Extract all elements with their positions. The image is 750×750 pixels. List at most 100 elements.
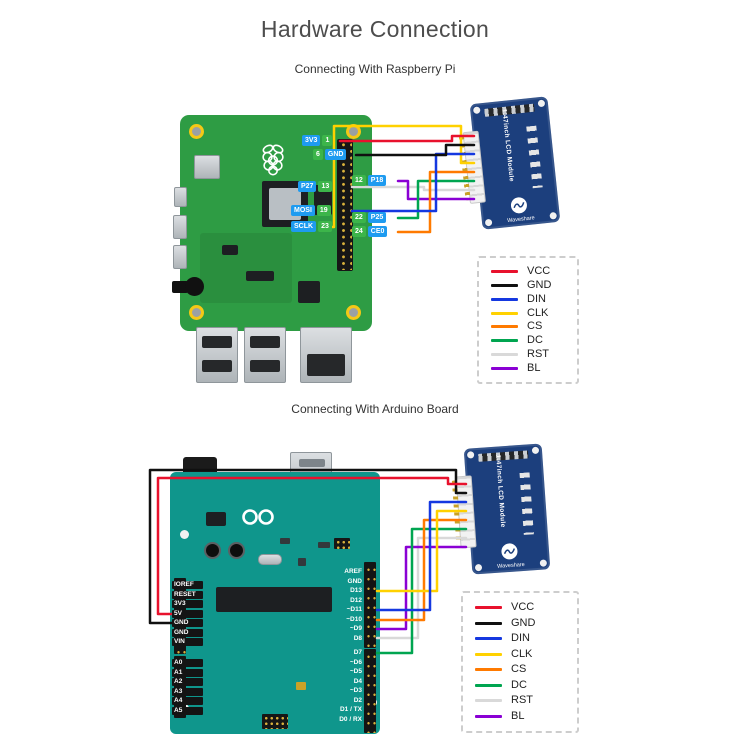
pin-label: ~D11 <box>346 606 362 613</box>
legend-item: GND <box>475 617 565 629</box>
usb-slot <box>202 336 232 348</box>
pin-label: GND <box>172 619 203 627</box>
pin-label: ~D6 <box>349 658 362 666</box>
legend-color-line <box>475 668 502 672</box>
arduino-digital-pin-labels-top: AREF GND D13 D12 ~D11 ~D10 ~D9 D8 <box>326 568 362 644</box>
digital-header-bottom <box>364 649 376 733</box>
section-title-raspberry-pi: Connecting With Raspberry Pi <box>294 62 456 76</box>
legend-label: BL <box>511 709 525 722</box>
pin-label: ~D5 <box>349 668 362 675</box>
wire-bl-arduino <box>375 545 468 631</box>
digital-header-top <box>364 562 376 648</box>
legend-color-line <box>475 652 502 656</box>
audio-jack-stem <box>172 281 188 293</box>
legend-color-line <box>491 366 518 370</box>
legend-item: RST <box>475 695 565 706</box>
pin-label: A4 <box>172 697 203 705</box>
wire-dc-pi <box>396 179 476 220</box>
atmega-chip <box>216 587 332 612</box>
smd-component <box>296 682 306 690</box>
legend-label: CLK <box>511 647 533 660</box>
wire-rst-arduino <box>375 536 468 640</box>
pin-number: 6 <box>313 149 323 160</box>
mounting-hole <box>346 124 361 139</box>
pin-number: 19 <box>316 205 331 216</box>
pin-label: P25 <box>367 212 387 223</box>
legend-item: DIN <box>475 633 565 644</box>
mounting-hole <box>189 124 204 139</box>
legend-item: CLK <box>491 307 565 319</box>
usb-slot <box>202 360 232 372</box>
lcd-module: 1.47inch LCD Module Waveshare <box>458 96 561 230</box>
pin-label: AREF <box>344 568 362 575</box>
pin-label: A0 <box>172 659 203 667</box>
waveshare-logo-icon <box>510 197 527 214</box>
legend-color-line <box>491 325 518 329</box>
legend-color-line <box>491 284 518 288</box>
legend-item: GND <box>491 280 565 291</box>
legend-item: DC <box>491 335 565 346</box>
usb-controller-chip <box>298 281 320 303</box>
legend-item: CS <box>491 321 565 332</box>
smd-component <box>280 538 290 544</box>
wiring-legend: VCC GND DIN CLK CS DC RST BL <box>477 256 579 384</box>
pi-pin-gnd: 6 GND <box>313 149 347 160</box>
arduino-digital-pin-labels-bottom: D7 ~D6 ~D5 D4 ~D3 D2 D1 / TX D0 / RX <box>326 649 362 725</box>
pin-label: D13 <box>350 587 362 594</box>
ethernet-slot <box>307 354 345 376</box>
audio-jack <box>185 277 204 296</box>
crystal-oscillator <box>258 554 282 565</box>
mounting-hole <box>180 530 189 539</box>
pin-number: 23 <box>318 221 332 232</box>
usb-slot <box>250 360 280 372</box>
pin-label: D12 <box>350 596 362 604</box>
pin-label: IOREF <box>172 581 203 589</box>
legend-color-line <box>475 621 502 625</box>
pin-label: GND <box>347 577 362 585</box>
legend-item: DIN <box>491 292 565 305</box>
waveshare-logo-icon <box>501 543 518 560</box>
legend-label: GND <box>527 279 552 292</box>
smd-component <box>298 558 306 566</box>
legend-color-line <box>491 352 518 356</box>
micro-hdmi-port <box>173 215 187 239</box>
pin-label: 5V <box>172 609 203 618</box>
pin-label: ~D3 <box>349 687 362 694</box>
raspberry-pi-logo <box>262 144 284 176</box>
pin-label: CE0 <box>367 226 388 237</box>
usb-c-power-port <box>174 187 187 207</box>
pin-label: A5 <box>172 706 203 715</box>
legend-label: CS <box>527 320 543 333</box>
smd-component <box>318 542 330 548</box>
micro-hdmi-port <box>173 245 187 269</box>
pin-number: 13 <box>318 181 333 192</box>
capacitor <box>204 542 221 559</box>
pi-pin-p27: P27 13 <box>298 181 333 192</box>
pin-label: D7 <box>353 649 362 656</box>
mounting-hole <box>346 305 361 320</box>
legend-label: DC <box>511 678 527 691</box>
legend-item: RST <box>491 348 565 360</box>
pin-label: GND <box>172 628 203 637</box>
pin-label: P18 <box>367 175 387 186</box>
legend-label: BL <box>527 361 541 374</box>
legend-item: CS <box>475 664 565 675</box>
section-title-arduino: Connecting With Arduino Board <box>291 402 459 416</box>
pin-label: 3V3 <box>172 600 203 608</box>
ethernet-port <box>300 327 352 383</box>
wire-gnd-pi <box>354 143 476 157</box>
lcd-module: 1.47inch LCD Module Waveshare <box>451 443 551 575</box>
capacitor <box>228 542 245 559</box>
legend-item: CLK <box>475 647 565 660</box>
legend-color-line <box>491 297 518 301</box>
legend-label: CS <box>511 663 527 676</box>
wiring-legend: VCC GND DIN CLK CS DC RST BL <box>461 591 579 733</box>
pin-label: ~D9 <box>349 625 362 632</box>
pin-number: 22 <box>352 212 366 223</box>
pin-label: SCLK <box>291 221 317 232</box>
legend-item: BL <box>491 361 565 374</box>
legend-label: DIN <box>527 292 546 305</box>
pi-pin-sclk: SCLK 23 <box>291 221 332 232</box>
pin-label: ~D10 <box>346 615 362 623</box>
pi-pin-p18: 12 P18 <box>352 175 387 186</box>
